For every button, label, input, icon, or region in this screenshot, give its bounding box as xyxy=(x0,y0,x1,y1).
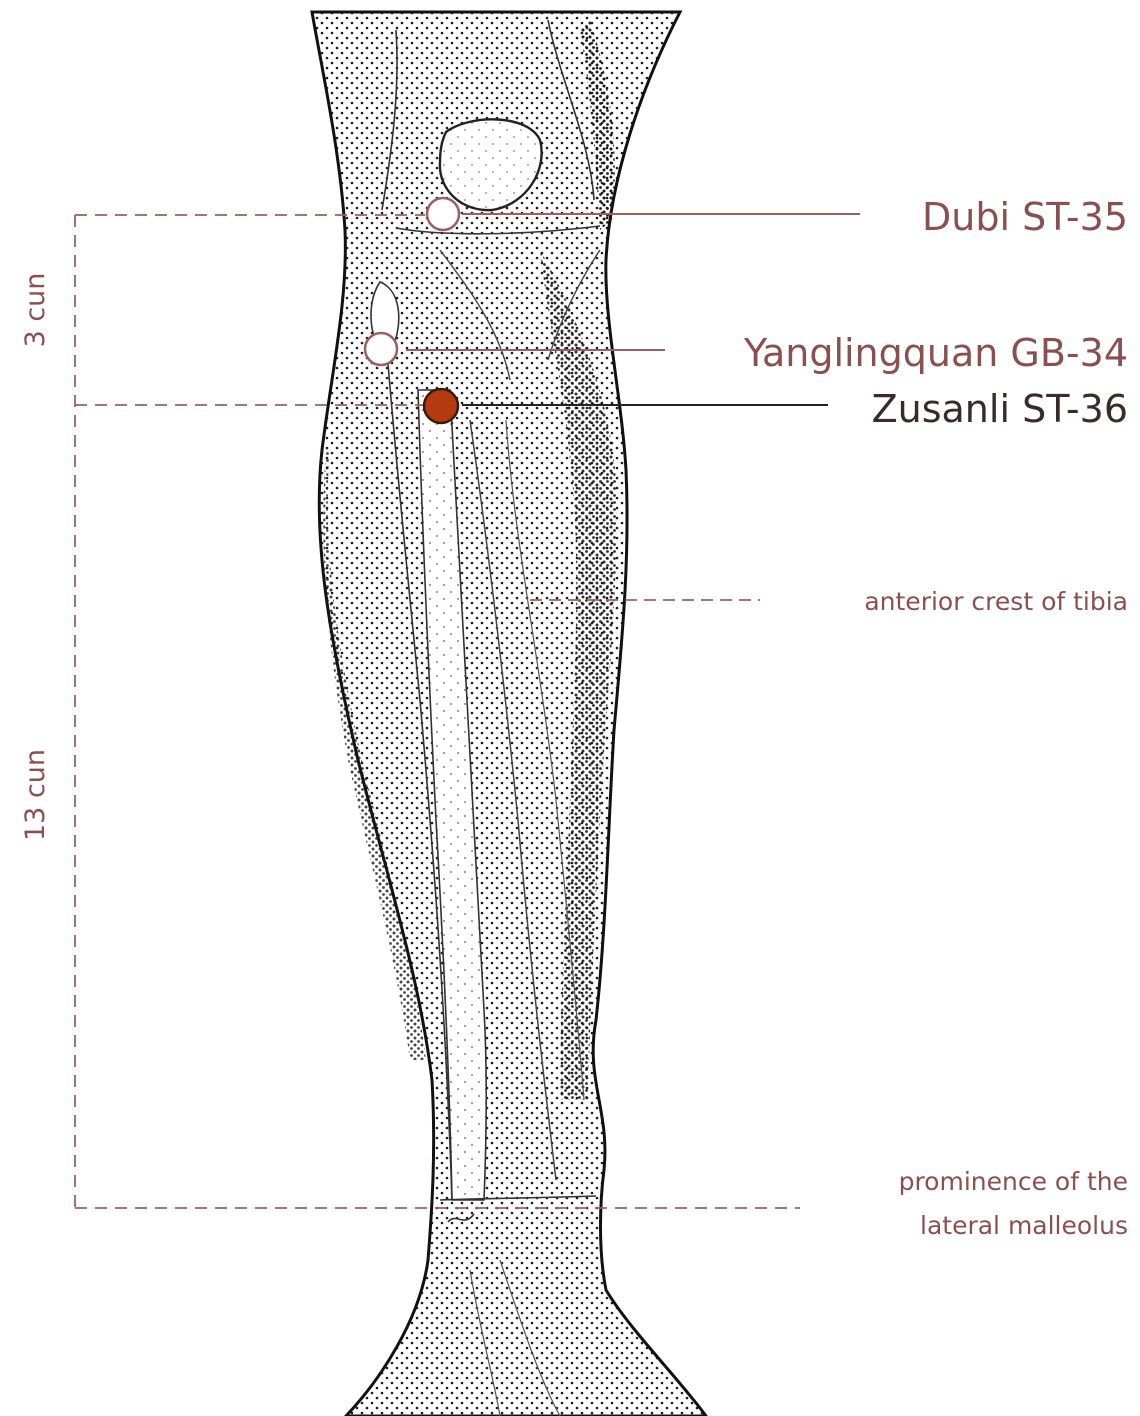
label-yanglingquan: Yanglingquan GB-34 xyxy=(743,331,1128,375)
label-anterior-crest: anterior crest of tibia xyxy=(864,587,1128,616)
point-zusanli-icon[interactable] xyxy=(424,389,458,423)
leg-illustration xyxy=(312,12,706,1416)
dim-label-13-cun: 13 cun xyxy=(20,749,51,841)
point-yanglingquan-icon[interactable] xyxy=(365,333,397,365)
dim-label-3-cun: 3 cun xyxy=(20,273,51,348)
label-malleolus-line2: lateral malleolus xyxy=(920,1211,1128,1240)
point-labels: Dubi ST-35 Yanglingquan GB-34 Zusanli ST… xyxy=(743,195,1128,1240)
point-dubi-icon[interactable] xyxy=(427,198,459,230)
label-dubi: Dubi ST-35 xyxy=(922,195,1128,239)
leg-outline xyxy=(312,12,706,1416)
label-malleolus-line1: prominence of the xyxy=(899,1167,1128,1196)
label-zusanli: Zusanli ST-36 xyxy=(872,387,1128,431)
